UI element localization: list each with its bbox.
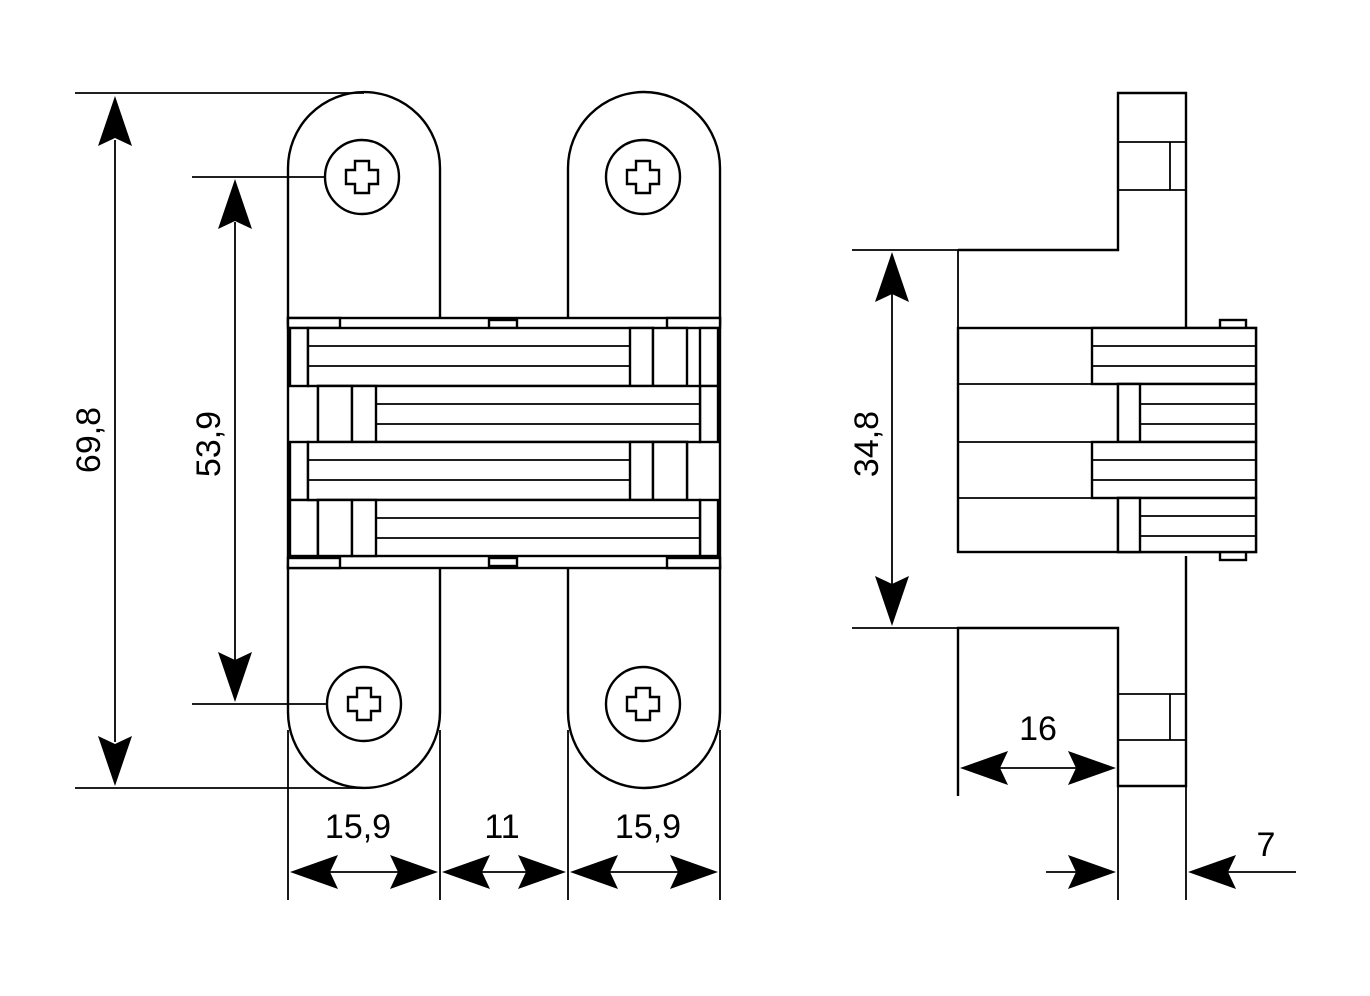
right-leaf: [566, 90, 722, 790]
dimension-flange-thickness: 7: [1046, 826, 1296, 889]
screw-bottom-right: [604, 665, 682, 743]
dimension-left-leaf-width: 15,9: [290, 808, 438, 889]
dimension-label-screw-spacing: 53,9: [190, 411, 228, 477]
screw-bottom-left: [325, 665, 403, 743]
dimension-gap-width: 11: [442, 808, 566, 889]
side-profile: [956, 91, 1188, 796]
dimension-label-left-leaf-width: 15,9: [325, 808, 391, 846]
dimension-label-overall-height: 69,8: [70, 407, 108, 473]
dimension-label-side-depth: 16: [1019, 710, 1057, 748]
phillips-cross-icon: [625, 159, 661, 195]
dimension-label-gap-width: 11: [484, 808, 519, 846]
screw-top-left: [323, 138, 401, 216]
phillips-cross-icon: [344, 159, 380, 195]
dimension-label-body-height: 34,8: [848, 411, 886, 477]
dimension-overall-height: 69,8: [70, 96, 132, 786]
front-view: 69,8 53,9 15,9 11 15,9: [70, 90, 722, 900]
dimension-right-leaf-width: 15,9: [570, 808, 718, 889]
phillips-cross-icon: [625, 686, 661, 722]
left-leaf: [286, 90, 442, 790]
hinge-mechanism: [286, 316, 722, 570]
phillips-cross-icon: [346, 686, 382, 722]
dimension-screw-spacing: 53,9: [190, 179, 252, 702]
screw-top-right: [604, 138, 682, 216]
dimension-label-flange-thickness: 7: [1257, 826, 1276, 864]
dimension-body-height: 34,8: [848, 252, 909, 626]
dimension-side-depth: 16: [960, 710, 1116, 785]
dimension-label-right-leaf-width: 15,9: [615, 808, 681, 846]
side-view: 34,8 16 7: [848, 91, 1296, 900]
side-body: [956, 318, 1258, 562]
